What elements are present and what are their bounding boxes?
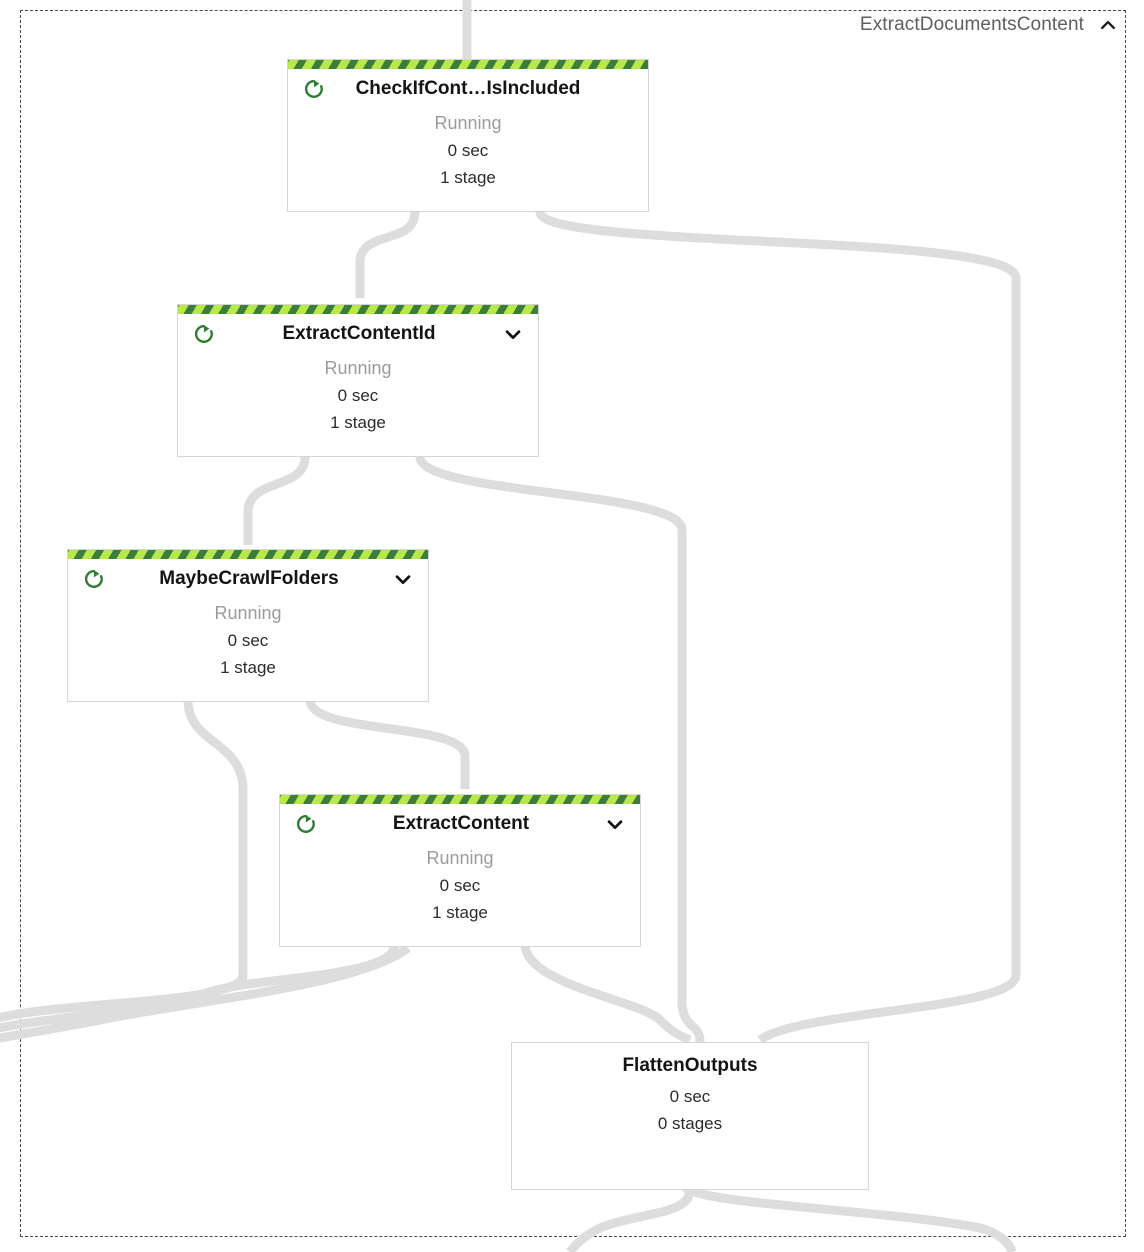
node-check-if-content-is-included[interactable]: CheckIfCont…IsIncluded Running 0 sec 1 s… — [287, 59, 649, 212]
node-status-stripe — [288, 60, 648, 69]
node-status: Running — [434, 113, 502, 133]
chevron-down-icon[interactable] — [392, 568, 414, 590]
chevron-down-icon[interactable] — [502, 323, 524, 345]
node-body: 0 sec 0 stages — [512, 1083, 868, 1147]
node-title: ExtractContent — [392, 813, 530, 834]
node-duration: 0 sec — [337, 386, 379, 405]
node-stages: 1 stage — [220, 658, 276, 677]
node-maybe-crawl-folders[interactable]: MaybeCrawlFolders Running 0 sec 1 stage — [67, 549, 429, 702]
node-header: MaybeCrawlFolders — [68, 559, 428, 599]
running-circle-arrow-icon — [82, 567, 106, 591]
node-header: ExtractContent — [280, 804, 640, 844]
node-status-stripe — [280, 795, 640, 804]
node-duration: 0 sec — [447, 141, 489, 160]
running-circle-arrow-icon — [294, 812, 318, 836]
group-title: ExtractDocumentsContent — [859, 14, 1084, 35]
node-duration: 0 sec — [227, 631, 269, 650]
node-status-stripe — [178, 305, 538, 314]
chevron-down-icon[interactable] — [604, 813, 626, 835]
node-title: MaybeCrawlFolders — [159, 568, 339, 589]
node-duration: 0 sec — [439, 876, 481, 895]
node-extract-content[interactable]: ExtractContent Running 0 sec 1 stage — [279, 794, 641, 947]
group-header: ExtractDocumentsContent — [860, 14, 1118, 36]
chevron-up-icon[interactable] — [1098, 15, 1118, 35]
node-body: Running 0 sec 1 stage — [280, 844, 640, 936]
running-circle-arrow-icon — [192, 322, 216, 346]
node-header: ExtractContentId — [178, 314, 538, 354]
node-body: Running 0 sec 1 stage — [68, 599, 428, 691]
node-stages: 0 stages — [657, 1114, 723, 1133]
node-body: Running 0 sec 1 stage — [288, 109, 648, 201]
node-title: ExtractContentId — [282, 323, 436, 344]
node-flatten-outputs[interactable]: FlattenOutputs 0 sec 0 stages — [511, 1042, 869, 1190]
node-stages: 1 stage — [440, 168, 496, 187]
node-title: FlattenOutputs — [622, 1055, 758, 1076]
node-header: CheckIfCont…IsIncluded — [288, 69, 648, 109]
node-status: Running — [426, 848, 494, 868]
node-stages: 1 stage — [432, 903, 488, 922]
node-body: Running 0 sec 1 stage — [178, 354, 538, 446]
running-circle-arrow-icon — [302, 77, 326, 101]
node-title: CheckIfCont…IsIncluded — [355, 78, 581, 99]
node-extract-content-id[interactable]: ExtractContentId Running 0 sec 1 stage — [177, 304, 539, 457]
node-duration: 0 sec — [669, 1087, 711, 1106]
node-status-stripe — [68, 550, 428, 559]
node-header: FlattenOutputs — [512, 1043, 868, 1083]
node-status: Running — [214, 603, 282, 623]
node-stages: 1 stage — [330, 413, 386, 432]
node-status: Running — [324, 358, 392, 378]
